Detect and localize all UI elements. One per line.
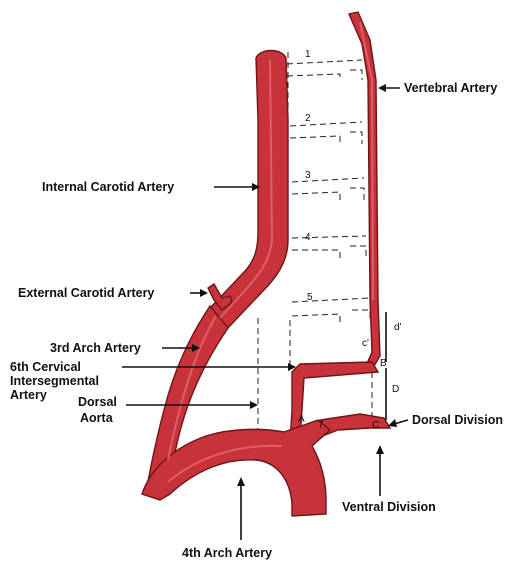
label-ventral-division: Ventral Division (342, 500, 436, 514)
marker-d-prime: d' (394, 322, 402, 333)
label-third-arch-artery: 3rd Arch Artery (50, 341, 141, 355)
segment-number-3: 3 (305, 170, 311, 181)
label-dorsal-aorta-line1: Dorsal (78, 395, 117, 409)
label-dorsal-aorta-line2: Aorta (80, 411, 114, 425)
segment-number-2: 2 (305, 113, 311, 124)
segment-number-4: 4 (305, 232, 311, 243)
internal-carotid-vessel (210, 51, 288, 331)
marker-c-prime: c' (362, 338, 369, 349)
marker-c: C (372, 420, 379, 431)
label-sixth-cervical-line3: Artery (10, 388, 47, 402)
vessels (142, 12, 390, 516)
label-sixth-cervical-line2: Intersegmental (10, 374, 99, 388)
segment-number-1: 1 (305, 49, 311, 60)
label-fourth-arch-artery: 4th Arch Artery (182, 546, 272, 560)
labels: Vertebral Artery Internal Carotid Artery… (10, 81, 503, 560)
label-external-carotid-artery: External Carotid Artery (18, 286, 154, 300)
segment-number-5: 5 (307, 292, 313, 303)
marker-d: D (392, 384, 399, 395)
marker-a: A (298, 414, 305, 425)
segment-number-7: 7 (318, 420, 324, 431)
label-dorsal-division: Dorsal Division (412, 413, 503, 427)
label-sixth-cervical-line1: 6th Cervical (10, 360, 81, 374)
label-internal-carotid-artery: Internal Carotid Artery (42, 180, 174, 194)
label-vertebral-artery: Vertebral Artery (404, 81, 497, 95)
